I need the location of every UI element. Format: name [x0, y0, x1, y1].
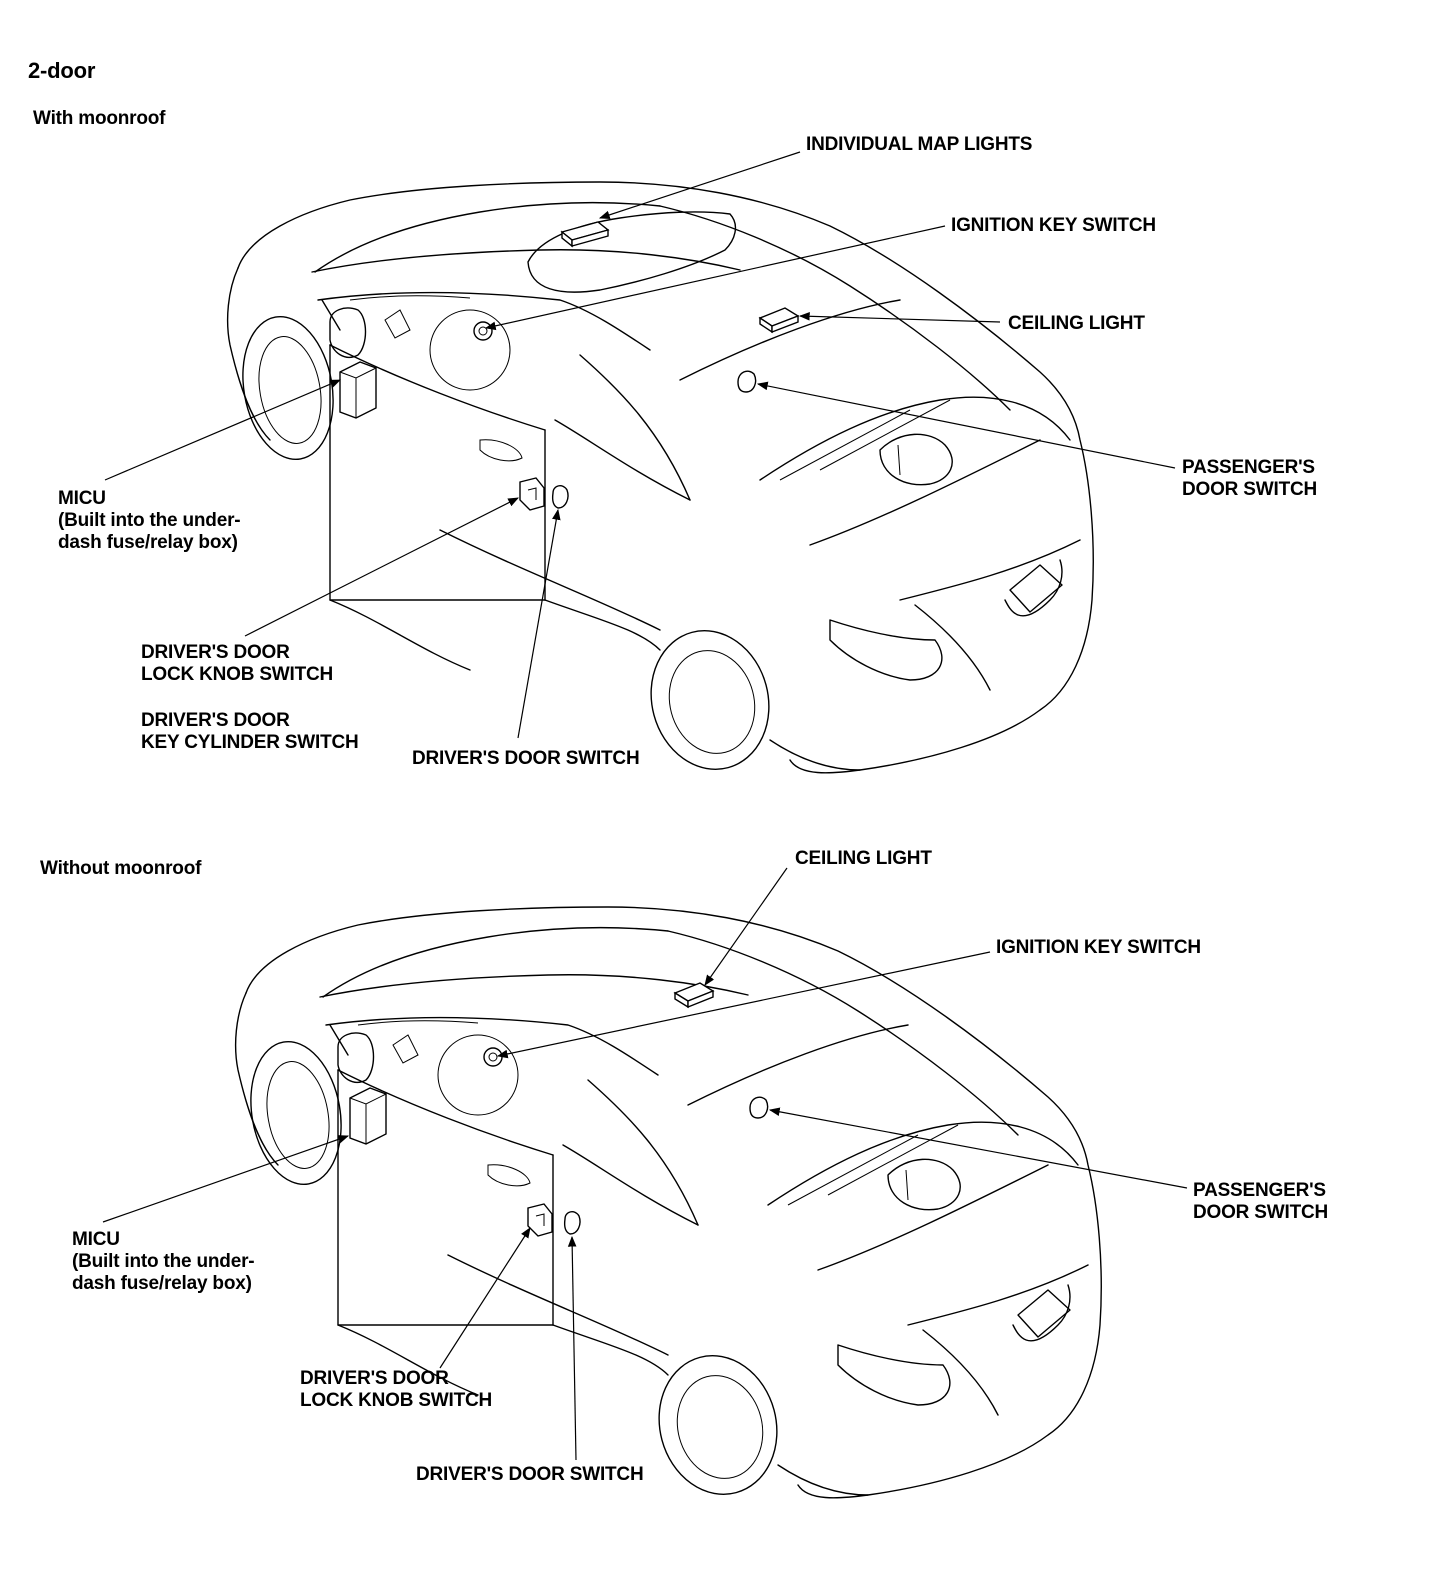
label-drivers-door-lock-knob-switch-bottom: DRIVER'S DOOR LOCK KNOB SWITCH: [300, 1368, 493, 1411]
leader-lines-bottom: [102, 867, 1188, 1461]
section-title-without-moonroof: Without moonroof: [40, 858, 202, 879]
section-title-with-moonroof: With moonroof: [33, 108, 166, 129]
leader-lines-top: [104, 151, 1176, 739]
label-ignition-key-switch: IGNITION KEY SWITCH: [951, 215, 1156, 236]
label-ceiling-light-bottom: CEILING LIGHT: [795, 848, 932, 869]
lock-knob-switch-part: [519, 477, 545, 511]
micu-part-bottom: [349, 1087, 387, 1145]
ceiling-light-part: [758, 307, 800, 334]
map-lights-part: [560, 221, 610, 248]
label-individual-map-lights: INDIVIDUAL MAP LIGHTS: [806, 134, 1033, 155]
drivers-door-switch-part-bottom: [563, 1211, 581, 1235]
car-illustration-with-moonroof: [226, 181, 1094, 784]
label-passengers-door-switch-bottom: PASSENGER'S DOOR SWITCH: [1193, 1180, 1329, 1223]
passengers-door-switch-part-bottom: [749, 1096, 769, 1119]
label-drivers-door-lock-knob-switch: DRIVER'S DOOR LOCK KNOB SWITCH: [141, 642, 334, 685]
ceiling-light-part-bottom: [673, 982, 715, 1009]
label-passengers-door-switch: PASSENGER'S DOOR SWITCH: [1182, 457, 1318, 500]
ignition-key-switch-part-bottom: [483, 1047, 503, 1067]
label-ceiling-light: CEILING LIGHT: [1008, 313, 1145, 334]
label-ignition-key-switch-bottom: IGNITION KEY SWITCH: [996, 937, 1201, 958]
label-drivers-door-switch-bottom: DRIVER'S DOOR SWITCH: [416, 1464, 644, 1485]
micu-part: [339, 361, 377, 419]
label-drivers-door-switch: DRIVER'S DOOR SWITCH: [412, 748, 640, 769]
label-micu: MICU (Built into the under- dash fuse/re…: [58, 488, 241, 553]
page-heading: 2-door: [28, 58, 96, 83]
label-drivers-door-key-cylinder-switch: DRIVER'S DOOR KEY CYLINDER SWITCH: [141, 710, 359, 753]
passengers-door-switch-part: [737, 370, 757, 393]
car-illustration-without-moonroof: [234, 906, 1102, 1509]
lock-knob-switch-part-bottom: [527, 1203, 553, 1237]
label-micu-bottom: MICU (Built into the under- dash fuse/re…: [72, 1229, 255, 1294]
drivers-door-switch-part: [551, 485, 569, 509]
ignition-key-switch-part: [473, 321, 493, 341]
